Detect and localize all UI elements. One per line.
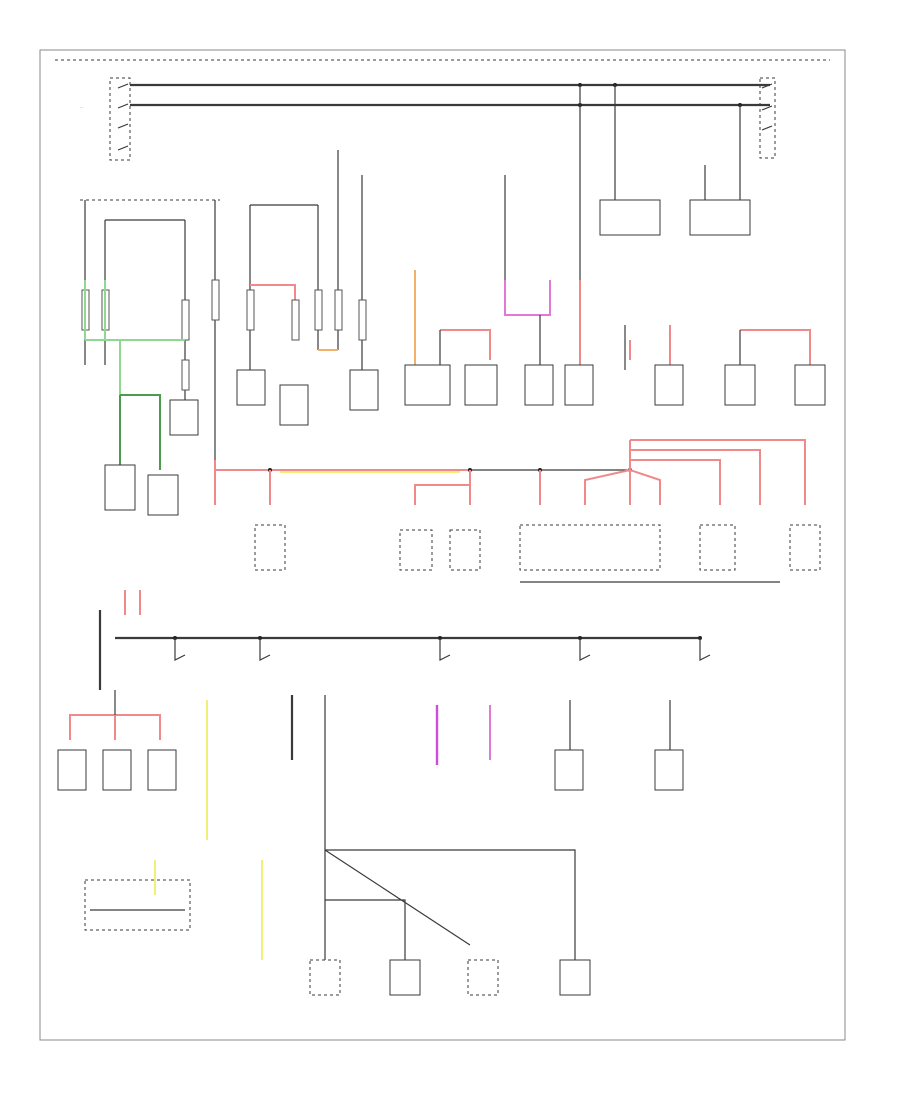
bottom-section [84, 849, 591, 996]
component-box-b [147, 474, 179, 516]
mid-bus [214, 439, 806, 505]
lower-switch-bus [98, 590, 711, 690]
fuse-box-small [169, 399, 199, 436]
left-fuse-block [80, 199, 220, 516]
mid-connectors [254, 524, 821, 583]
relay-box-1 [599, 199, 661, 236]
lower-components [57, 690, 684, 960]
right-relay-feeds [579, 85, 751, 330]
main-bus-lines: ... [80, 77, 776, 161]
relay-box-2 [689, 199, 751, 236]
component-box-a [104, 464, 136, 511]
diagram-frame [39, 49, 846, 1041]
svg-text:...: ... [80, 104, 83, 109]
middle-upper-components [236, 150, 379, 426]
right-upper-components [404, 175, 826, 406]
